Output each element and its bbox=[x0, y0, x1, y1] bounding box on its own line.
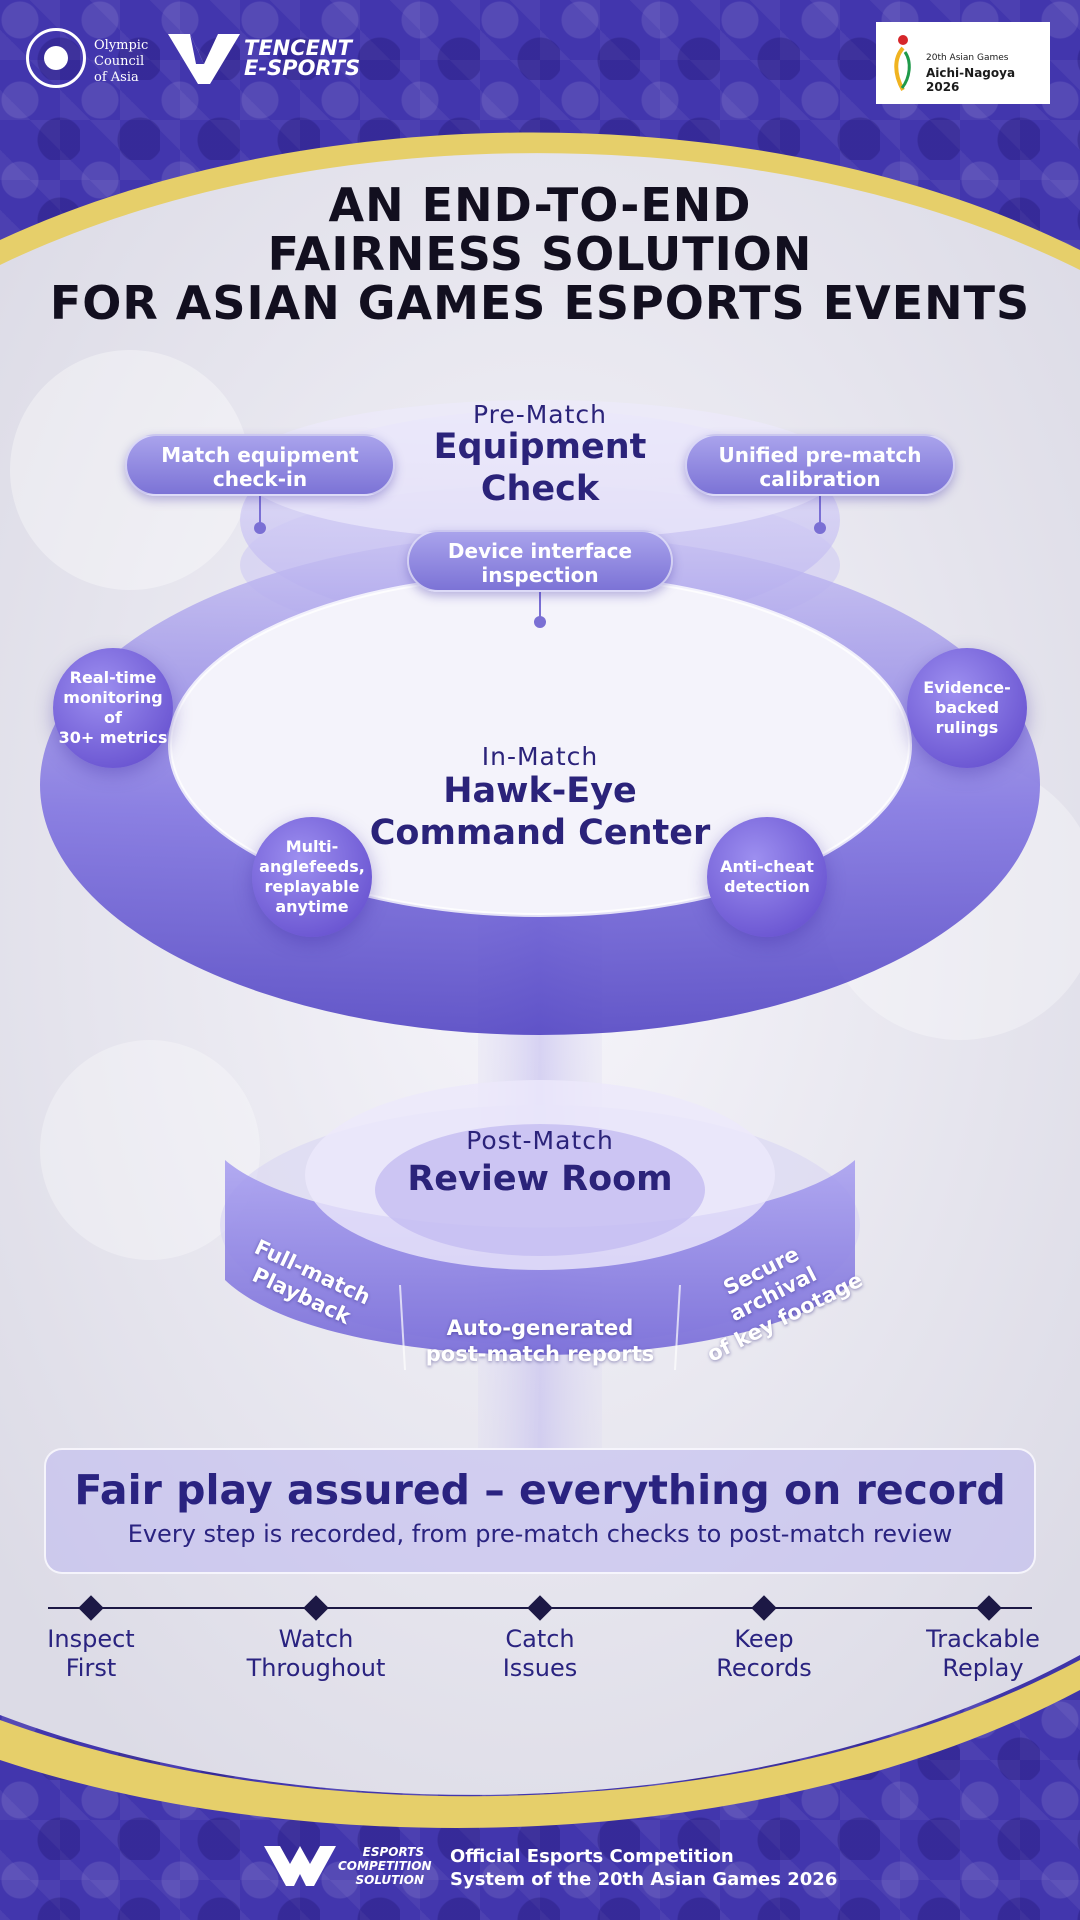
tencent-esports-logo-icon bbox=[168, 34, 240, 84]
step-keep-records: Keep Records bbox=[716, 1625, 812, 1682]
title-line-2: FAIRNESS SOLUTION bbox=[267, 227, 813, 281]
title-line-1: AN END-TO-END bbox=[328, 178, 752, 232]
pre-match-title-line-1: Equipment bbox=[433, 427, 647, 467]
pre-match-item-equipment-check-in: Match equipment check-in bbox=[125, 434, 395, 496]
pre-match-item-calibration: Unified pre-match calibration bbox=[685, 434, 955, 496]
in-match-badge-evidence-rulings: Evidence- backed rulings bbox=[907, 648, 1027, 768]
pre-match-title-line-2: Check bbox=[480, 469, 600, 509]
step-trackable-replay: Trackable Replay bbox=[926, 1625, 1040, 1682]
step-catch-issues: Catch Issues bbox=[502, 1625, 578, 1682]
fair-play-box bbox=[44, 1448, 1036, 1574]
step-inspect-first: Inspect First bbox=[47, 1625, 135, 1682]
esports-solution-logo-icon bbox=[264, 1846, 336, 1886]
post-match-subtitle: Post-Match bbox=[466, 1126, 614, 1155]
asian-games-emblem-icon bbox=[894, 35, 911, 91]
in-match-badge-realtime-monitoring: Real-time monitoring of 30+ metrics bbox=[53, 648, 173, 768]
title-line-3: FOR ASIAN GAMES ESPORTS EVENTS bbox=[49, 276, 1031, 330]
in-match-title-line-2: Command Center bbox=[369, 813, 711, 853]
post-match-title: Review Room bbox=[407, 1159, 673, 1199]
oca-logo-text: Olympic Council of Asia bbox=[94, 38, 149, 85]
post-match-item-auto-reports: Auto-generated post-match reports bbox=[425, 1316, 655, 1366]
pre-match-item-interface-inspection: Device interface inspection bbox=[407, 530, 673, 592]
footer-official-text: Official Esports Competition System of t… bbox=[450, 1846, 838, 1890]
oca-emblem-icon bbox=[26, 28, 86, 88]
in-match-title-line-1: Hawk-Eye bbox=[443, 771, 637, 811]
in-match-subtitle: In-Match bbox=[481, 742, 599, 771]
tencent-esports-text: TENCENT E-SPORTS bbox=[244, 36, 361, 80]
fair-play-subheading: Every step is recorded, from pre-match c… bbox=[127, 1520, 953, 1548]
in-match-badge-multi-angle-feeds: Multi- anglefeeds, replayable anytime bbox=[252, 817, 372, 937]
footer-brand-text: ESPORTS COMPETITION SOLUTION bbox=[338, 1845, 432, 1887]
in-match-badge-anti-cheat: Anti-cheat detection bbox=[707, 817, 827, 937]
asian-games-edition: 20th Asian Games bbox=[926, 53, 1009, 63]
step-watch-throughout: Watch Throughout bbox=[246, 1625, 386, 1682]
asian-games-host: Aichi-Nagoya 2026 bbox=[926, 66, 1016, 94]
pre-match-subtitle: Pre-Match bbox=[472, 400, 608, 429]
asian-games-logo: 20th Asian Games Aichi-Nagoya 2026 bbox=[876, 22, 1050, 104]
fair-play-heading: Fair play assured – everything on record bbox=[74, 1466, 1006, 1514]
